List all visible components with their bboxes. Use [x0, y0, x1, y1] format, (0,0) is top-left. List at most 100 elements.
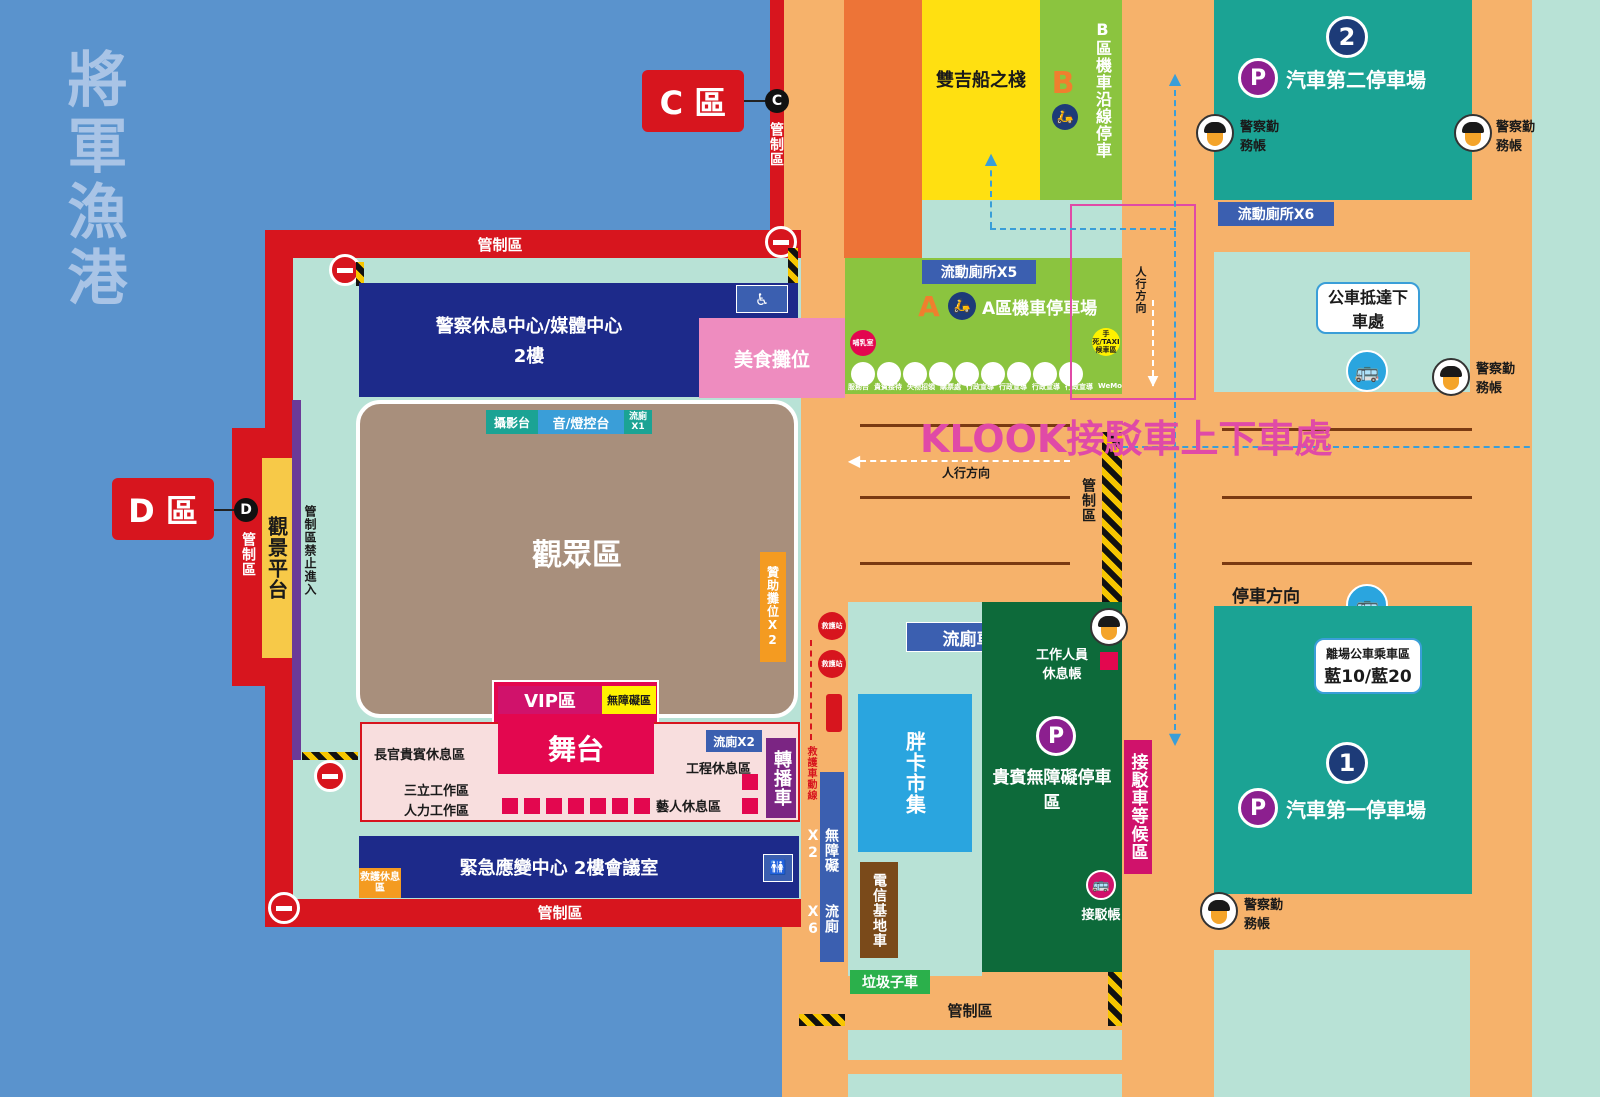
bus-routes: 藍10/藍20 — [1324, 667, 1412, 687]
parking-icon: P — [1036, 716, 1076, 756]
nursing-room: 哺乳室 — [850, 330, 876, 356]
arrow-up-icon: ▲ — [1168, 68, 1182, 88]
info-label: 服務台 — [848, 383, 869, 391]
police-media-center: 警察休息中心/媒體中心 2樓 — [359, 283, 699, 397]
c-zone-connector — [744, 100, 766, 102]
c-zone-label[interactable]: C 區 — [642, 70, 744, 132]
pedestrian-path — [860, 460, 1070, 462]
telecom-truck: 電信基地車 — [860, 862, 898, 958]
toilet-x2: 流廁X2 — [706, 730, 762, 752]
tent-marker — [1100, 652, 1118, 670]
klook-pickup-frame — [1070, 204, 1196, 400]
broadcast-truck-label: 轉播車 — [771, 749, 792, 807]
photo-stand: 攝影台 — [486, 410, 538, 434]
police-media-center-line1: 警察休息中心/媒體中心 — [435, 316, 623, 337]
accessible-toilets-label: 無障礙X2 — [805, 828, 839, 873]
road-marking — [1222, 562, 1472, 565]
shuttle-waiting-area: 接駁車等候區 — [1124, 740, 1152, 874]
parking-route — [990, 228, 1176, 230]
toilet-x1: 流廁X1 — [624, 410, 652, 434]
orange-block — [844, 0, 922, 258]
ambulance-route-label: 救護車動線 — [805, 746, 816, 801]
police-icon — [1454, 114, 1492, 152]
info-label: 購票處 — [940, 383, 961, 391]
tent-marker — [502, 798, 518, 814]
tent-marker — [590, 798, 606, 814]
sponsor-booth: 贊助攤位X2 — [760, 552, 786, 662]
info-label: 行政宣導 — [1032, 383, 1060, 391]
service-desk-icon — [851, 362, 875, 386]
hazard-stripe — [1102, 432, 1122, 602]
police-tent-label: 警察勤務帳 — [1244, 898, 1284, 932]
d-zone-label[interactable]: D 區 — [112, 478, 214, 540]
toilets-x5: 流動廁所X5 — [922, 260, 1036, 284]
road-marking — [860, 496, 1070, 499]
lot-number-badge: 2 — [1326, 16, 1368, 58]
viewing-platform-label: 觀景平台 — [264, 516, 289, 600]
police-tent-label: 警察勤務帳 — [1496, 120, 1536, 154]
a-moto-parking-label: A區機車停車場 — [982, 299, 1098, 319]
motorcycle-icon: 🛵 — [948, 292, 976, 320]
stage-label: 舞台 — [547, 733, 604, 766]
parking-route — [1174, 80, 1176, 740]
info-icon — [877, 362, 901, 386]
tent-marker — [634, 798, 650, 814]
police-icon — [1432, 358, 1470, 396]
parking-direction-label: 停車方向 — [1232, 587, 1300, 607]
hazard-stripe — [788, 248, 798, 284]
parking-icon: P — [1238, 58, 1278, 98]
info-label: WeMo — [1098, 382, 1122, 390]
info-icon-row — [850, 362, 1120, 388]
lower-ground — [848, 1074, 1122, 1097]
accessible-toilets: 無障礙X2 流廁X6 — [805, 772, 844, 962]
police-icon — [1090, 608, 1128, 646]
info-icon — [1007, 362, 1031, 386]
ambulance-route-line — [810, 640, 812, 740]
pedestrian-direction-vertical: 人行方向 — [1134, 266, 1147, 314]
b-zone-lot: B 🛵 B區機車沿線停車 — [1040, 0, 1122, 200]
parking-lot-2-label: 汽車第二停車場 — [1286, 68, 1426, 92]
info-icon — [929, 362, 953, 386]
arrow-up-icon: ▲ — [984, 148, 998, 168]
ambulance-icon — [826, 694, 842, 732]
pedestrian-path — [1152, 300, 1154, 386]
info-icon — [903, 362, 927, 386]
harbor-title: 將軍漁港 — [57, 48, 127, 312]
tent-marker — [742, 774, 758, 790]
broadcast-truck: 轉播車 — [766, 738, 796, 818]
c-zone-control: 管制區 — [768, 122, 784, 167]
info-label-row: 服務台 貴賓接待 失物招領 購票處 行政宣導 行政宣導 行政宣導 行政宣導 We… — [848, 382, 1122, 394]
first-aid-station: 救護站 — [818, 650, 846, 678]
artist-rest-label: 藝人休息區 — [656, 800, 722, 815]
fatcard-market-label: 胖卡市集 — [902, 731, 927, 815]
d-zone-connector — [214, 509, 234, 511]
info-label: 行政宣導 — [999, 383, 1027, 391]
b-moto-parking-label: B區機車沿線停車 — [1093, 20, 1112, 159]
vip-parking-lot — [982, 602, 1122, 972]
tent-marker — [546, 798, 562, 814]
police-icon — [1196, 114, 1234, 152]
info-icon — [981, 362, 1005, 386]
control-zone-bottom: 管制區 — [947, 1001, 993, 1020]
police-media-center-line2: 2樓 — [513, 346, 545, 367]
audience-label: 觀眾區 — [532, 538, 622, 573]
no-entry-sign — [329, 254, 361, 286]
d-zone-marker: D — [234, 498, 258, 522]
parking-lot-1-label: 汽車第一停車場 — [1286, 798, 1426, 822]
no-entry-sign — [314, 760, 346, 792]
road-marking — [860, 424, 1070, 427]
fatcard-market: 胖卡市集 — [858, 694, 972, 852]
info-label: 行政宣導 — [966, 383, 994, 391]
lot2-toilets: 流動廁所X6 — [1218, 202, 1334, 226]
road-marking — [860, 562, 1070, 565]
sanli-work-label: 三立工作區 — [404, 784, 470, 799]
b-zone-letter: B — [1051, 65, 1075, 101]
venue-bottom-control: 管制區 — [537, 903, 583, 922]
taxi-stand: 手死/TAXI候車區 — [1092, 328, 1120, 356]
lower-ground — [848, 1030, 1122, 1060]
bus-departure-title: 離場公車乘車區 — [1325, 647, 1410, 661]
toilet-icon: 🚻 — [763, 854, 793, 882]
shore-control-line — [770, 0, 784, 250]
shuttle-tent: 接駁帳 — [1081, 907, 1121, 923]
police-tent-label: 警察勤務帳 — [1476, 362, 1516, 396]
